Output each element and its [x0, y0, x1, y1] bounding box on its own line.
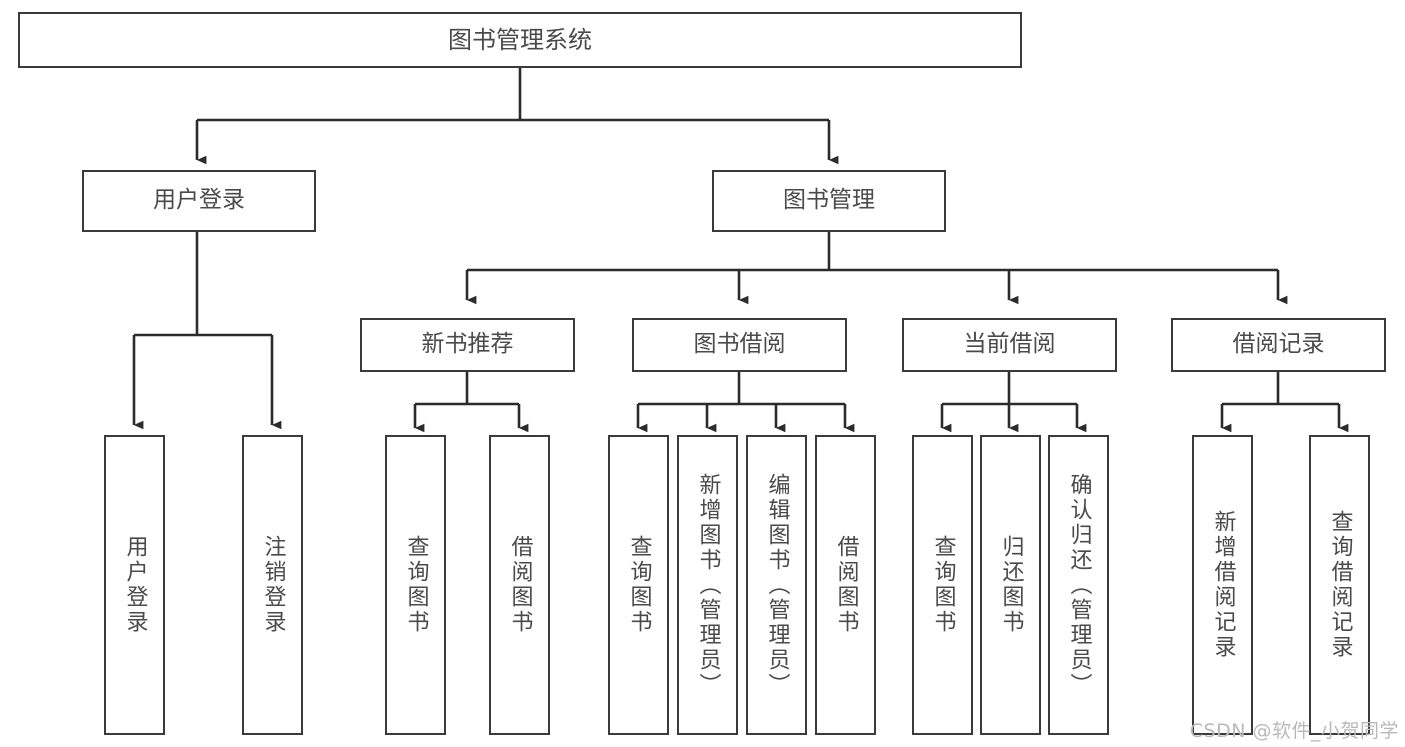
node-leaf-query-record-label: 查询借阅记录 — [1327, 510, 1353, 660]
node-leaf-query-book-1-label: 查询图书 — [403, 535, 429, 635]
node-leaf-query-book-3-label: 查询图书 — [930, 535, 956, 635]
node-user-login[interactable]: 用户登录 — [82, 170, 316, 232]
node-leaf-confirm-return-label: 确认归还（管理员） — [1066, 472, 1092, 698]
node-borrow-record-label: 借阅记录 — [1232, 331, 1325, 358]
node-book-manage[interactable]: 图书管理 — [712, 170, 946, 232]
node-book-borrow-label: 图书借阅 — [693, 331, 786, 358]
node-leaf-logout-login[interactable]: 注销登录 — [242, 435, 303, 735]
node-book-borrow[interactable]: 图书借阅 — [632, 318, 847, 372]
node-leaf-logout-login-label: 注销登录 — [260, 535, 286, 635]
node-leaf-borrow-book-2[interactable]: 借阅图书 — [815, 435, 876, 735]
node-user-login-label: 用户登录 — [153, 187, 245, 214]
node-leaf-borrow-book-2-label: 借阅图书 — [833, 535, 859, 635]
node-leaf-edit-book[interactable]: 编辑图书（管理员） — [746, 435, 807, 735]
node-leaf-query-book-2[interactable]: 查询图书 — [608, 435, 669, 735]
node-leaf-borrow-book-1-label: 借阅图书 — [507, 535, 533, 635]
node-leaf-borrow-book-1[interactable]: 借阅图书 — [489, 435, 550, 735]
node-leaf-confirm-return[interactable]: 确认归还（管理员） — [1048, 435, 1109, 735]
node-leaf-user-login-label: 用户登录 — [122, 535, 148, 635]
node-new-book-recommend[interactable]: 新书推荐 — [360, 318, 575, 372]
node-leaf-add-record-label: 新增借阅记录 — [1210, 510, 1236, 660]
node-root[interactable]: 图书管理系统 — [18, 12, 1022, 68]
node-leaf-return-book-label: 归还图书 — [998, 535, 1024, 635]
node-leaf-add-record[interactable]: 新增借阅记录 — [1192, 435, 1253, 735]
node-leaf-user-login[interactable]: 用户登录 — [104, 435, 165, 735]
node-leaf-query-book-2-label: 查询图书 — [626, 535, 652, 635]
node-current-borrow-label: 当前借阅 — [963, 331, 1056, 358]
node-leaf-return-book[interactable]: 归还图书 — [980, 435, 1041, 735]
node-leaf-add-book-label: 新增图书（管理员） — [695, 472, 721, 698]
node-current-borrow[interactable]: 当前借阅 — [902, 318, 1117, 372]
csdn-watermark: CSDN @软件_小贺同学 — [1189, 720, 1399, 742]
node-leaf-query-book-1[interactable]: 查询图书 — [385, 435, 446, 735]
node-new-book-recommend-label: 新书推荐 — [421, 331, 514, 358]
node-borrow-record[interactable]: 借阅记录 — [1171, 318, 1386, 372]
node-leaf-query-record[interactable]: 查询借阅记录 — [1309, 435, 1370, 735]
node-root-label: 图书管理系统 — [448, 25, 592, 54]
node-leaf-add-book[interactable]: 新增图书（管理员） — [677, 435, 738, 735]
node-leaf-edit-book-label: 编辑图书（管理员） — [764, 472, 790, 698]
node-leaf-query-book-3[interactable]: 查询图书 — [912, 435, 973, 735]
node-book-manage-label: 图书管理 — [783, 187, 875, 214]
